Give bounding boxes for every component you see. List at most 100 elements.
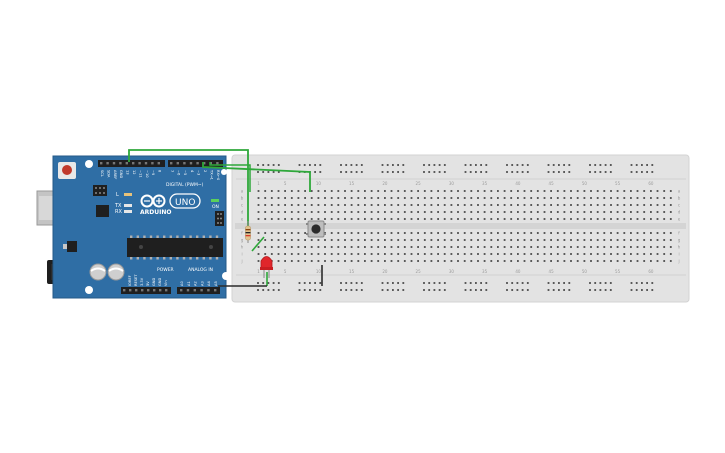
column-numbers: 1155101015152020252530303535404045455050… <box>257 181 654 274</box>
row-letter: h <box>241 245 244 250</box>
pin-label: SDA <box>106 170 110 178</box>
pin-label: ~10 <box>145 170 149 178</box>
led[interactable] <box>260 256 273 279</box>
pin-label: ~5 <box>183 170 187 175</box>
pin-label: A0 <box>180 281 184 286</box>
capacitor <box>107 263 125 281</box>
column-number: 55 <box>615 181 621 186</box>
row-letter: i <box>241 252 242 257</box>
analog-header <box>177 287 220 294</box>
column-number: 20 <box>382 181 388 186</box>
pushbutton[interactable] <box>306 220 326 238</box>
column-number: 25 <box>416 269 422 274</box>
row-letter: c <box>678 203 680 208</box>
pin-label: 13 <box>126 170 130 175</box>
row-letter: j <box>240 259 242 264</box>
uno-badge <box>169 193 201 209</box>
pin-label: A2 <box>194 281 198 286</box>
column-number: 1 <box>257 269 260 274</box>
column-number: 5 <box>284 181 287 186</box>
atmega-chip <box>127 238 223 257</box>
pin-label: 8 <box>158 170 162 173</box>
arduino-infinity-logo <box>140 194 166 208</box>
row-letter: g <box>241 238 244 243</box>
wire-green-led[interactable] <box>251 236 265 252</box>
pin-label: RX←0 <box>216 170 220 181</box>
row-letter: e <box>241 217 244 222</box>
row-letter: a <box>241 189 244 194</box>
pin-label: A1 <box>187 281 191 286</box>
wire-green-pin2-to-button[interactable] <box>202 162 311 192</box>
column-number: 10 <box>316 181 322 186</box>
column-number: 35 <box>482 269 488 274</box>
pin-label: ~9 <box>151 170 155 176</box>
capacitor <box>89 263 107 281</box>
digital-header-1 <box>98 160 165 167</box>
rx-label: RX <box>115 209 122 215</box>
column-number: 40 <box>515 181 521 186</box>
column-number: 5 <box>284 269 287 274</box>
on-label: ON <box>212 204 219 210</box>
row-letter: f <box>678 231 680 236</box>
row-letter: b <box>241 196 244 201</box>
column-number: 40 <box>515 269 521 274</box>
pin-label: 3.3V <box>140 277 144 286</box>
row-letter: c <box>241 203 243 208</box>
row-letter: b <box>678 196 681 201</box>
breadboard[interactable]: 1155101015152020252530303535404045455050… <box>231 154 690 303</box>
tx-label: TX <box>114 203 122 209</box>
column-number: 30 <box>449 181 455 186</box>
power-header <box>121 287 171 294</box>
pin-label: A4 <box>207 281 211 286</box>
row-letter: g <box>678 238 681 243</box>
wire-green-5v[interactable] <box>209 162 251 192</box>
column-number: 10 <box>316 269 322 274</box>
uno-badge-text: UNO <box>175 198 195 208</box>
row-letter: d <box>241 210 244 215</box>
pin-label: 5V <box>146 281 150 286</box>
pin-label: GND <box>152 278 156 286</box>
pin-label: ~3 <box>196 170 200 175</box>
row-letter: i <box>678 252 679 257</box>
pin-label: GND <box>158 278 162 286</box>
pin-label: AREF <box>113 170 117 179</box>
pin-label: IOREF <box>128 275 132 286</box>
column-number: 30 <box>449 269 455 274</box>
row-letter: h <box>678 245 681 250</box>
arduino-wordmark: ARDUINO <box>140 209 171 216</box>
breadboard-holes <box>257 164 672 291</box>
column-number: 60 <box>648 181 654 186</box>
l-led-label: L <box>116 192 119 198</box>
column-number: 20 <box>382 269 388 274</box>
column-number: 50 <box>582 269 588 274</box>
wires[interactable] <box>128 149 323 287</box>
pin-label: A3 <box>200 281 204 286</box>
pin-label: TX→1 <box>210 169 214 180</box>
pin-label: ~6 <box>177 170 181 176</box>
pin-label: 4 <box>190 170 194 173</box>
wire-green-pin13-to-resistor[interactable] <box>128 149 249 226</box>
column-number: 45 <box>549 269 555 274</box>
column-number: 15 <box>349 181 355 186</box>
column-number: 60 <box>648 269 654 274</box>
row-letter: e <box>678 217 681 222</box>
power-label: POWER <box>157 267 174 273</box>
pin-label: 12 <box>132 170 136 175</box>
column-number: 55 <box>615 269 621 274</box>
digital-header-2 <box>168 160 223 167</box>
row-letter: a <box>678 189 681 194</box>
resistor[interactable] <box>245 221 251 243</box>
column-number: 45 <box>549 181 555 186</box>
column-number: 15 <box>349 269 355 274</box>
pin-label: 2 <box>203 170 207 172</box>
row-letter: d <box>678 210 681 215</box>
pin-label: SCL <box>100 170 104 177</box>
pin-label: A5 <box>214 281 218 286</box>
column-number: 50 <box>582 181 588 186</box>
pin-label: RESET <box>134 274 138 286</box>
column-number: 1 <box>257 181 260 186</box>
